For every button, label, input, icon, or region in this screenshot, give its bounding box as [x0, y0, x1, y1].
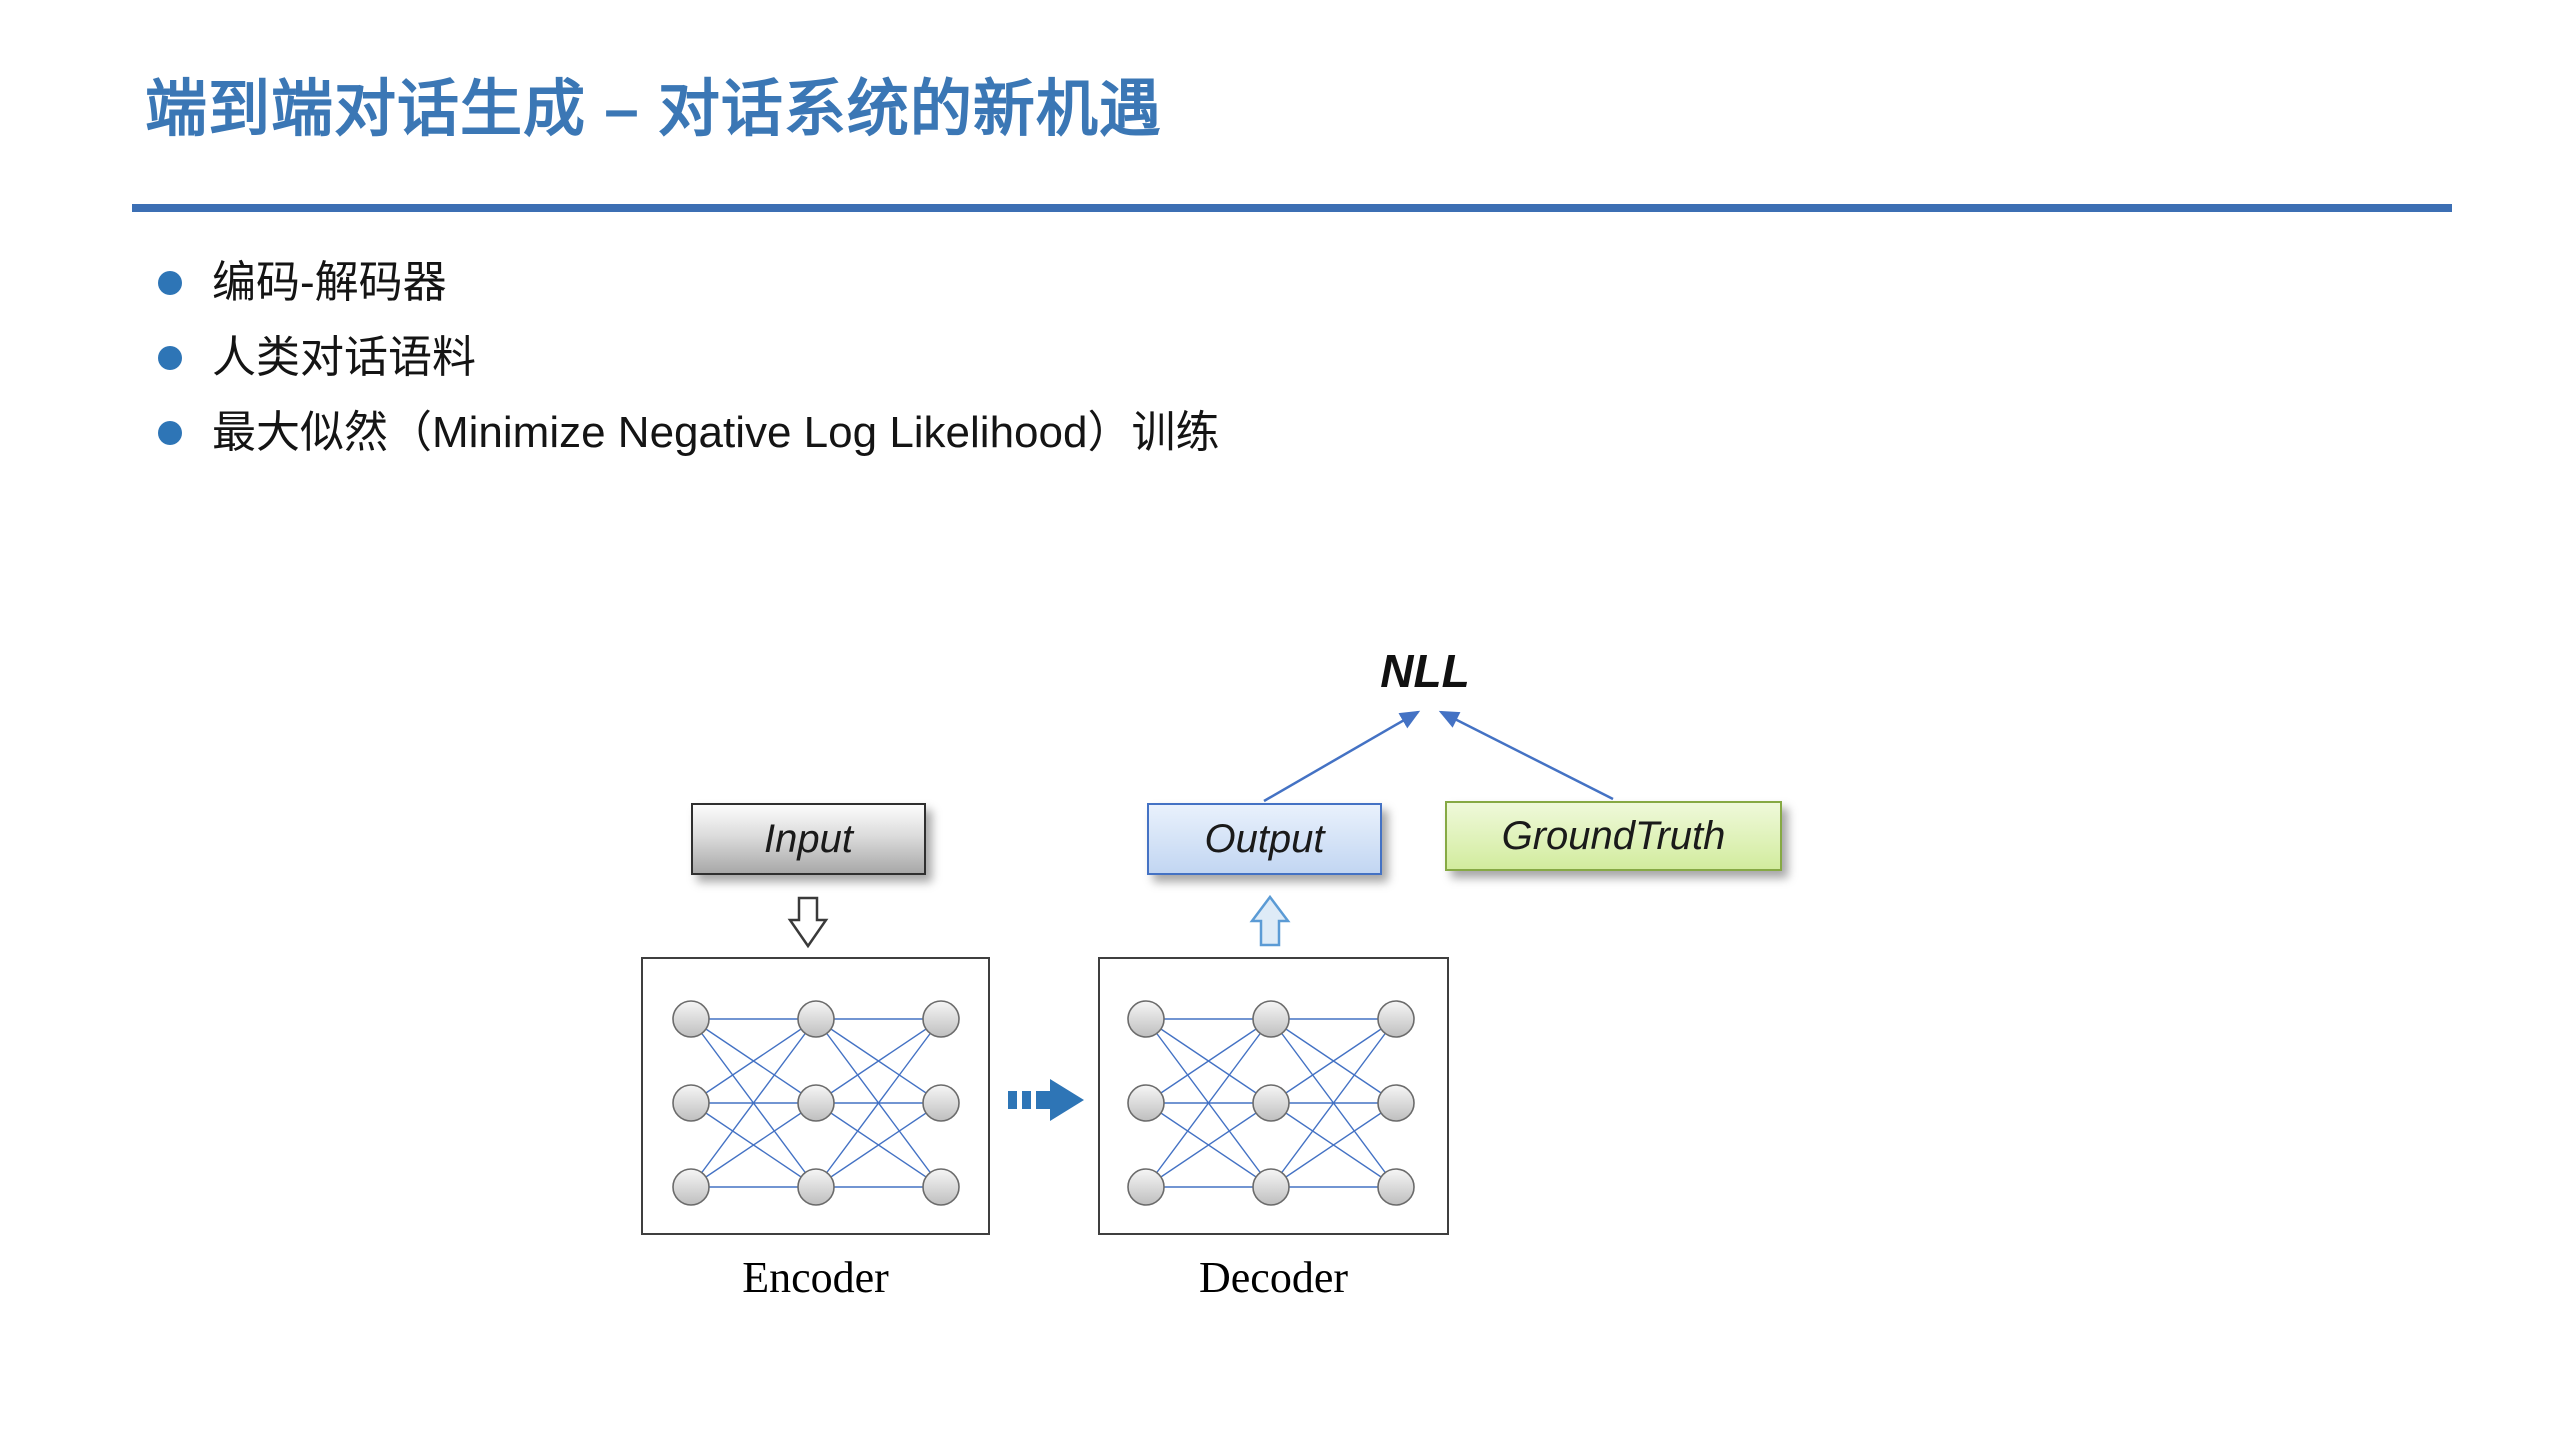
- title-underline: [132, 204, 2452, 212]
- bullet-item-encoder-decoder: 编码-解码器: [158, 258, 1219, 308]
- input-label: Input: [764, 816, 853, 861]
- groundtruth-box: GroundTruth: [1445, 801, 1782, 871]
- output-box: Output: [1147, 803, 1382, 875]
- encoder-label: Encoder: [742, 1253, 889, 1302]
- output-label: Output: [1204, 816, 1325, 861]
- input-down-arrow-icon: [787, 896, 829, 949]
- decoder-label: Decoder: [1198, 1253, 1348, 1302]
- bullet-list: 编码-解码器 人类对话语料 最大似然（Minimize Negative Log…: [158, 258, 1219, 483]
- input-box: Input: [691, 803, 926, 875]
- nll-connector-groundtruth: [1438, 710, 1614, 801]
- bullet-dot-icon: [158, 346, 182, 370]
- bullet-item-mle-training: 最大似然（Minimize Negative Log Likelihood）训练: [158, 408, 1219, 458]
- bullet-dot-icon: [158, 271, 182, 295]
- bullet-text: 人类对话语料: [212, 333, 476, 382]
- bullet-item-human-dialogue-corpus: 人类对话语料: [158, 333, 1219, 383]
- encoder-decoder-arrow-icon: [1008, 1079, 1084, 1121]
- bullet-text: 编码-解码器: [212, 258, 447, 307]
- nll-label: NLL: [1380, 645, 1470, 697]
- output-up-arrow-icon: [1249, 894, 1291, 947]
- groundtruth-label: GroundTruth: [1501, 813, 1726, 858]
- bullet-text: 最大似然（Minimize Negative Log Likelihood）训练: [212, 408, 1220, 457]
- bullet-dot-icon: [158, 421, 182, 445]
- nll-connector-output: [1263, 710, 1421, 803]
- slide-title: 端到端对话生成 – 对话系统的新机遇: [145, 75, 1162, 144]
